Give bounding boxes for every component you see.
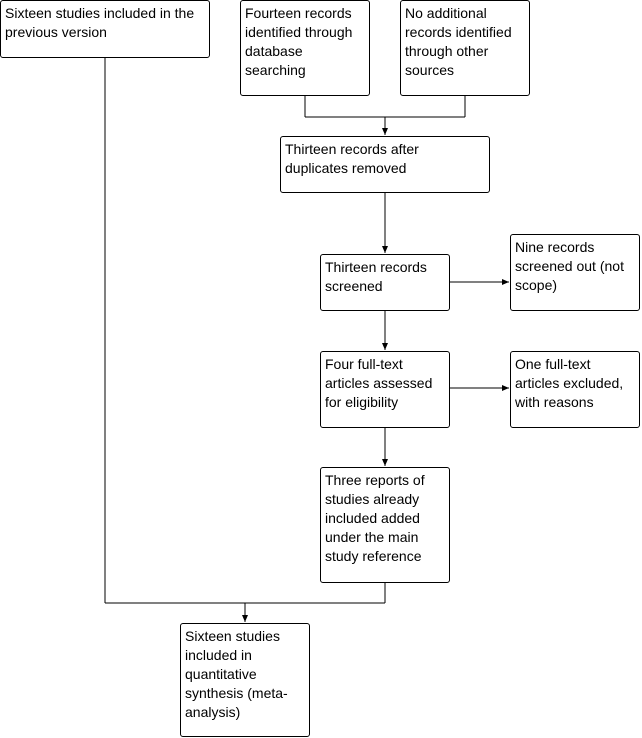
box-fulltext-assessed: Four full-text articles assessed for eli…: [320, 351, 450, 428]
box-after-duplicates: Thirteen records after duplicates remove…: [280, 136, 490, 193]
box-screened-out: Nine records screened out (not scope): [510, 234, 640, 311]
box-screened: Thirteen records screened: [320, 254, 450, 311]
box-fulltext-excluded: One full-text articles excluded, with re…: [510, 351, 640, 428]
box-reports-added: Three reports of studies already include…: [320, 467, 450, 583]
box-other-sources: No additional records identified through…: [400, 0, 530, 96]
box-quantitative-synthesis: Sixteen studies included in quantitative…: [180, 623, 310, 737]
box-previous-version: Sixteen studies included in the previous…: [0, 0, 210, 58]
box-database-search: Fourteen records identified through data…: [240, 0, 370, 96]
